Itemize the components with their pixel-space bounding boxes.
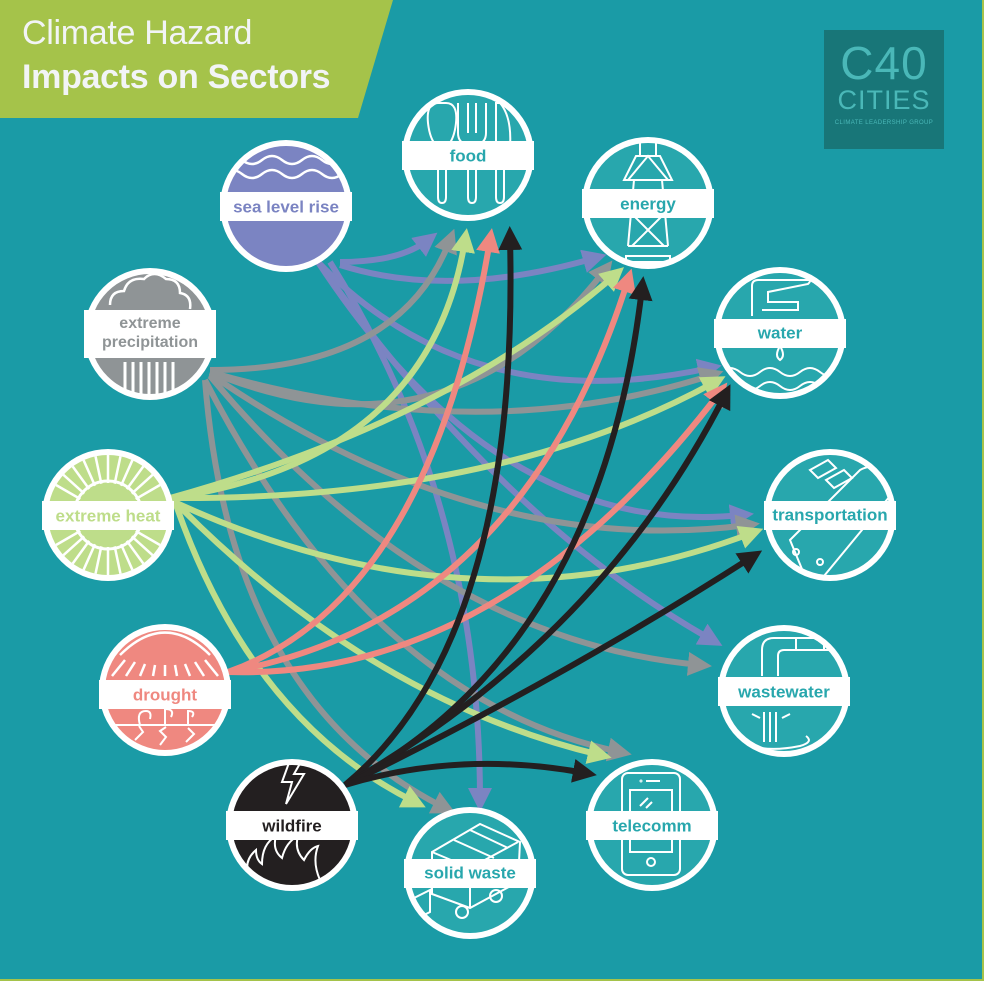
hazard-label-extreme-heat: extreme heat — [55, 506, 161, 526]
sector-label-transportation: transportation — [772, 505, 888, 525]
hazard-node-drought — [99, 624, 231, 756]
sector-label-food: food — [449, 146, 487, 166]
hazard-label-extreme-precipitation: extreme precipitation — [102, 314, 198, 352]
hazard-node-extreme-heat — [42, 449, 174, 581]
hazard-label-drought: drought — [132, 685, 198, 705]
arrows-extreme-heat — [168, 228, 764, 808]
sector-label-wastewater: wastewater — [738, 682, 830, 702]
pipe-outflow-icon — [739, 637, 834, 750]
sector-node-water — [714, 267, 846, 399]
hazard-label-line2: precipitation — [101, 334, 199, 351]
arrows-drought — [226, 228, 728, 676]
logo-tagline: CLIMATE LEADERSHIP GROUP — [834, 120, 934, 126]
sector-label-energy: energy — [620, 194, 676, 214]
sector-label-telecomm: telecomm — [612, 816, 692, 836]
hazard-node-sea-level-rise — [220, 140, 352, 272]
sector-node-wastewater — [718, 625, 850, 757]
c40-logo: C40 CITIES CLIMATE LEADERSHIP GROUP — [824, 30, 944, 149]
hazard-label-line1: extreme — [119, 315, 181, 332]
sector-node-energy — [582, 137, 714, 269]
title-line-1: Climate Hazard — [22, 14, 253, 52]
sector-node-food — [402, 89, 534, 221]
cutlery-icon — [426, 102, 512, 205]
title-line-2: Impacts on Sectors — [22, 58, 331, 96]
sector-label-solid-waste: solid waste — [424, 863, 516, 883]
title-banner — [0, 0, 393, 118]
hazard-node-wildfire — [226, 759, 358, 891]
hazard-label-sea-level-rise: sea level rise — [233, 197, 339, 217]
sector-label-water: water — [757, 323, 803, 343]
logo-c40: C40 — [840, 37, 928, 89]
lightning-flames-icon — [246, 764, 321, 881]
sector-node-telecomm — [586, 759, 718, 891]
logo-cities: CITIES — [837, 85, 931, 115]
sector-node-solid-waste — [404, 807, 536, 939]
arrows-wildfire — [343, 226, 763, 788]
hazard-label-wildfire: wildfire — [262, 816, 322, 836]
sun-cracked-soil-icon — [104, 631, 226, 746]
sector-node-transportation — [764, 449, 896, 581]
hazard-node-extreme-precipitation — [84, 268, 216, 400]
